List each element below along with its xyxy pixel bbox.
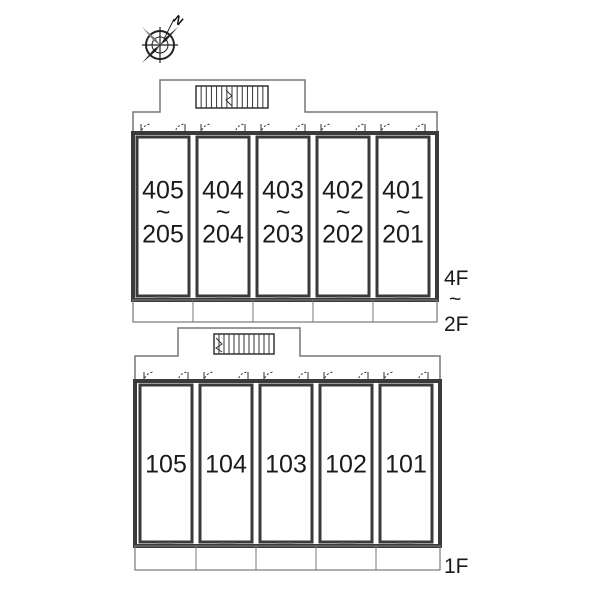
unit-number-tilde: ~	[156, 199, 171, 227]
upper-balcony	[132, 299, 438, 323]
upper-floor-label-bottom: 2F	[444, 313, 469, 336]
unit-0: 105	[138, 383, 194, 544]
unit-room	[378, 383, 434, 544]
unit-number-top: 402	[322, 177, 364, 205]
unit-number-bottom: 203	[262, 221, 304, 249]
unit-number-top: 405	[142, 177, 184, 205]
unit-room	[135, 135, 191, 298]
unit-4: 101	[378, 383, 434, 544]
unit-0: 405~205	[135, 135, 191, 298]
unit-number-bottom: 202	[322, 221, 364, 249]
unit-1: 104	[198, 383, 254, 544]
unit-number-bottom: 201	[382, 221, 424, 249]
unit-3: 102	[318, 383, 374, 544]
unit-2: 103	[258, 383, 314, 544]
upper-floor-label-top: 4F	[444, 267, 469, 290]
unit-3: 402~202	[315, 135, 371, 298]
unit-room	[315, 135, 371, 298]
lower-block: 105 104 103 102 101	[133, 327, 442, 571]
unit-number-top: 404	[202, 177, 244, 205]
lower-stair-tower	[134, 327, 441, 380]
upper-stairs	[195, 85, 269, 109]
unit-number: 103	[265, 451, 307, 479]
unit-room	[195, 135, 251, 298]
unit-room	[318, 383, 374, 544]
unit-number: 101	[385, 451, 427, 479]
unit-number-tilde: ~	[336, 199, 351, 227]
unit-number-tilde: ~	[276, 199, 291, 227]
unit-room	[255, 135, 311, 298]
unit-1: 404~204	[195, 135, 251, 298]
upper-stair-tower	[132, 79, 438, 135]
unit-number: 104	[205, 451, 247, 479]
unit-number-top: 401	[382, 177, 424, 205]
unit-number: 102	[325, 451, 367, 479]
compass-icon	[142, 18, 178, 63]
unit-number-bottom: 205	[142, 221, 184, 249]
unit-number-tilde: ~	[216, 199, 231, 227]
unit-room	[375, 135, 431, 298]
unit-number-tilde: ~	[396, 199, 411, 227]
unit-4: 401~201	[375, 135, 431, 298]
upper-floor-label-tilde: ~	[449, 288, 461, 311]
unit-room	[258, 383, 314, 544]
unit-2: 403~203	[255, 135, 311, 298]
lower-floor-label: 1F	[444, 555, 469, 578]
lower-balcony	[134, 545, 441, 571]
compass-north-label: N	[170, 12, 186, 28]
unit-room	[198, 383, 254, 544]
unit-number-bottom: 204	[202, 221, 244, 249]
unit-number-top: 403	[262, 177, 304, 205]
unit-room	[138, 383, 194, 544]
lower-stairs	[213, 333, 275, 355]
unit-number: 105	[145, 451, 187, 479]
